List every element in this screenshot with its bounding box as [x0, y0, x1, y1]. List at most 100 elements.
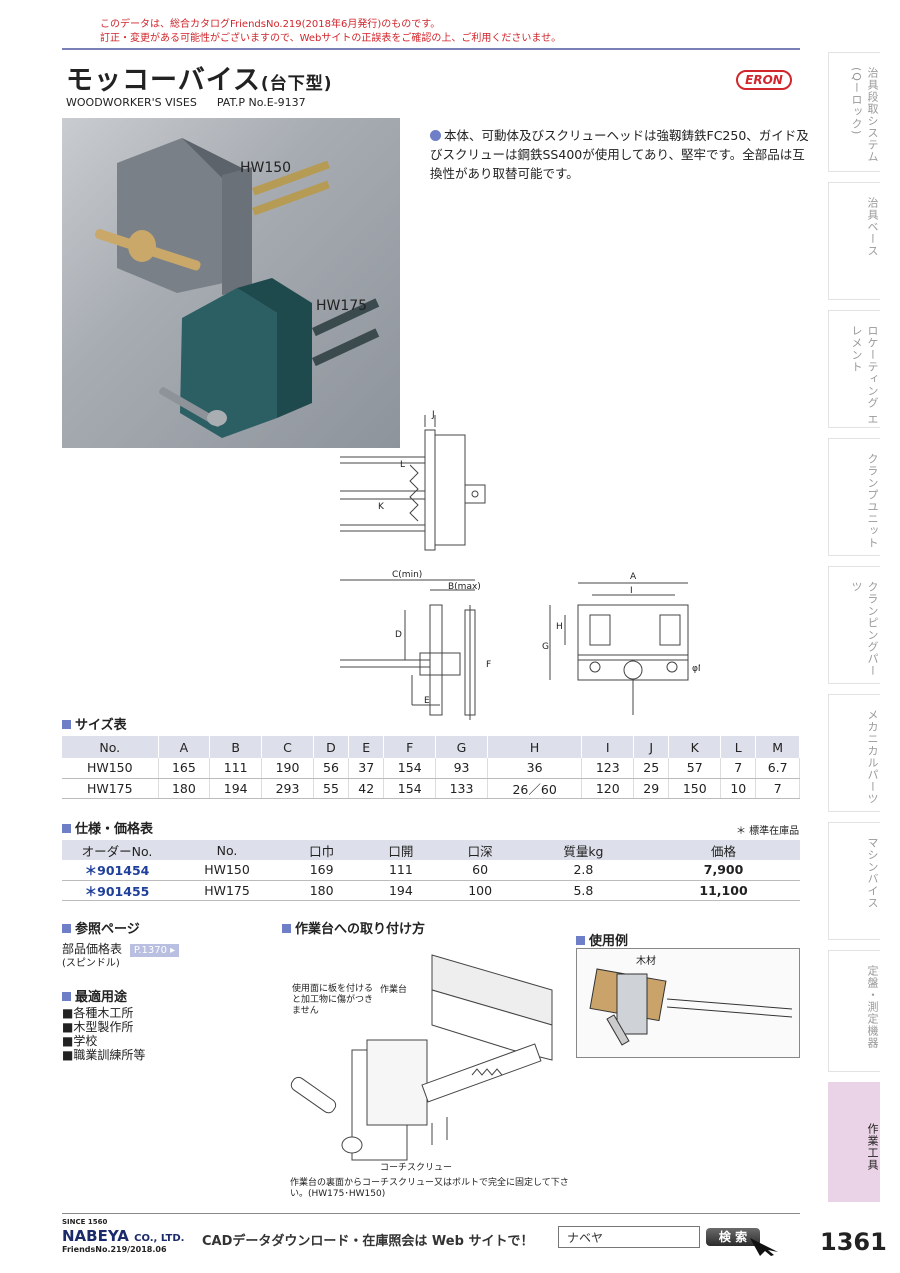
size-table-header-row: No. A B C D E F G H I J K L M: [62, 736, 800, 758]
table-cell: 165: [158, 758, 211, 779]
company-name: NABEYA: [62, 1227, 129, 1245]
spec-col-header: 口開: [361, 840, 441, 860]
photo-label-hw175: HW175: [316, 298, 368, 314]
list-item: ■各種木工所: [62, 1006, 134, 1020]
size-col-header: G: [435, 736, 488, 758]
company-logo: NABEYA CO., LTD.: [62, 1227, 184, 1245]
sidebar-tab-clamp-unit[interactable]: クランプユニット: [828, 438, 880, 556]
page-number: 1361: [820, 1228, 887, 1256]
table-cell: 154: [383, 778, 437, 799]
table-cell: 29: [633, 778, 670, 799]
table-cell: 55: [313, 778, 350, 799]
patent-number: PAT.P No.E-9137: [216, 96, 306, 109]
company-suffix: CO., LTD.: [134, 1233, 185, 1244]
page-title: モッコーバイス(台下型): [66, 58, 332, 97]
order-number-link[interactable]: ＊901455: [62, 880, 172, 901]
title-suffix: (台下型): [260, 74, 333, 94]
table-row: ＊901454 HW150 169 111 60 2.8 7,900: [62, 860, 800, 881]
example-heading: 使用例: [576, 930, 628, 949]
search-input[interactable]: [558, 1226, 700, 1248]
usage-heading: 最適用途: [62, 986, 127, 1005]
sidebar-tab-jig-base[interactable]: 治具ベース: [828, 182, 880, 300]
price-cell: 7,900: [647, 860, 800, 881]
list-item: ■木型製作所: [62, 1020, 134, 1034]
search-button[interactable]: 検 索: [706, 1228, 760, 1246]
spec-col-header: 質量kg: [519, 840, 648, 860]
table-cell: 5.8: [519, 880, 648, 901]
sidebar-tab-surface-plate[interactable]: 定盤・測定機器: [828, 950, 880, 1072]
usage-example-image: [576, 948, 800, 1058]
size-col-header: C: [261, 736, 314, 758]
table-cell: 93: [435, 758, 488, 779]
size-col-header: I: [581, 736, 635, 758]
table-cell: 100: [440, 880, 520, 901]
sidebar-tab-locating-element[interactable]: ロケーティング エレメント: [828, 310, 880, 428]
dim-label-f: F: [486, 660, 491, 670]
catalog-label: FriendsNo.219/2018.06: [62, 1245, 167, 1254]
table-cell: 25: [633, 758, 670, 779]
top-view-drawing: [340, 415, 486, 551]
dim-label-b: B(max): [448, 582, 481, 592]
table-cell: 180: [282, 880, 362, 901]
table-cell: HW175: [172, 880, 282, 901]
sidebar-tab-work-tools[interactable]: 作業工具: [828, 1082, 880, 1202]
size-col-header: H: [487, 736, 583, 758]
reference-heading: 参照ページ: [62, 918, 140, 937]
hw175-vise-image: [159, 278, 380, 438]
front-view-drawing: [549, 582, 689, 715]
coach-screw-label: コーチスクリュー: [380, 1163, 453, 1173]
table-cell: 194: [209, 778, 263, 799]
product-photo: [62, 118, 400, 448]
table-cell: 154: [383, 758, 437, 779]
vise-with-wood-illustration: [589, 968, 793, 1046]
reference-item: 部品価格表 P.1370 ▸: [62, 940, 180, 957]
order-number-link[interactable]: ＊901454: [62, 860, 172, 881]
spec-col-header: 口巾: [282, 840, 362, 860]
spec-col-header: オーダーNo.: [62, 840, 172, 860]
eron-logo: ERON: [736, 70, 792, 90]
dim-label-g: G: [542, 642, 549, 652]
sidebar-tab-mechanical-parts[interactable]: メカニカルパーツ: [828, 694, 880, 812]
sidebar-tab-clamping-parts[interactable]: クランピングパーツ: [828, 566, 880, 684]
reference-item-sub: (スピンドル): [62, 958, 120, 969]
mounting-illustration: [290, 954, 553, 1161]
size-col-header: E: [348, 736, 385, 758]
table-cell: HW150: [62, 758, 159, 779]
spec-table-heading: 仕様・価格表: [62, 818, 153, 837]
title-main: モッコーバイス: [66, 65, 261, 96]
stock-note: ＊ 標準在庫品: [736, 826, 800, 837]
spec-table-header-row: オーダーNo. No. 口巾 口開 口深 質量kg 価格: [62, 840, 800, 860]
table-cell: HW175: [62, 778, 159, 799]
sidebar-tab-jig-setup[interactable]: 治具段取システム (Qーロック): [828, 52, 880, 172]
dim-label-a: A: [630, 572, 637, 582]
list-item: ■学校: [62, 1034, 98, 1048]
table-row: HW175 180 194 293 55 42 154 133 26／60 12…: [62, 778, 800, 799]
table-cell: 60: [440, 860, 520, 881]
table-cell: 26／60: [487, 778, 583, 799]
header-divider: [62, 48, 800, 50]
size-col-header: L: [720, 736, 757, 758]
table-cell: 111: [361, 860, 441, 881]
catalog-notice: このデータは、総合カタログFriendsNo.219(2018年6月発行)のもの…: [100, 18, 561, 46]
size-col-header: J: [633, 736, 670, 758]
dim-label-c: C(min): [392, 570, 422, 580]
table-cell: 7: [755, 778, 800, 799]
spec-col-header: 口深: [440, 840, 520, 860]
table-cell: 190: [261, 758, 314, 779]
table-cell: 169: [282, 860, 362, 881]
size-col-header: No.: [62, 736, 159, 758]
description-text: 本体、可動体及びスクリューヘッドは強靱鋳鉄FC250、ガイド及びスクリューは鋼鉄…: [430, 128, 809, 181]
table-cell: 293: [261, 778, 314, 799]
mounting-heading: 作業台への取り付け方: [282, 918, 425, 937]
table-cell: 194: [361, 880, 441, 901]
sidebar-tab-machine-vise[interactable]: マシンバイス: [828, 822, 880, 940]
dim-label-k: K: [378, 502, 385, 512]
table-cell: 180: [158, 778, 211, 799]
reference-page-link[interactable]: P.1370 ▸: [129, 944, 180, 957]
size-col-header: A: [158, 736, 211, 758]
dim-label-i: I: [630, 586, 633, 596]
table-cell: HW150: [172, 860, 282, 881]
dim-label-m: φM: [692, 664, 700, 674]
size-col-header: K: [668, 736, 722, 758]
